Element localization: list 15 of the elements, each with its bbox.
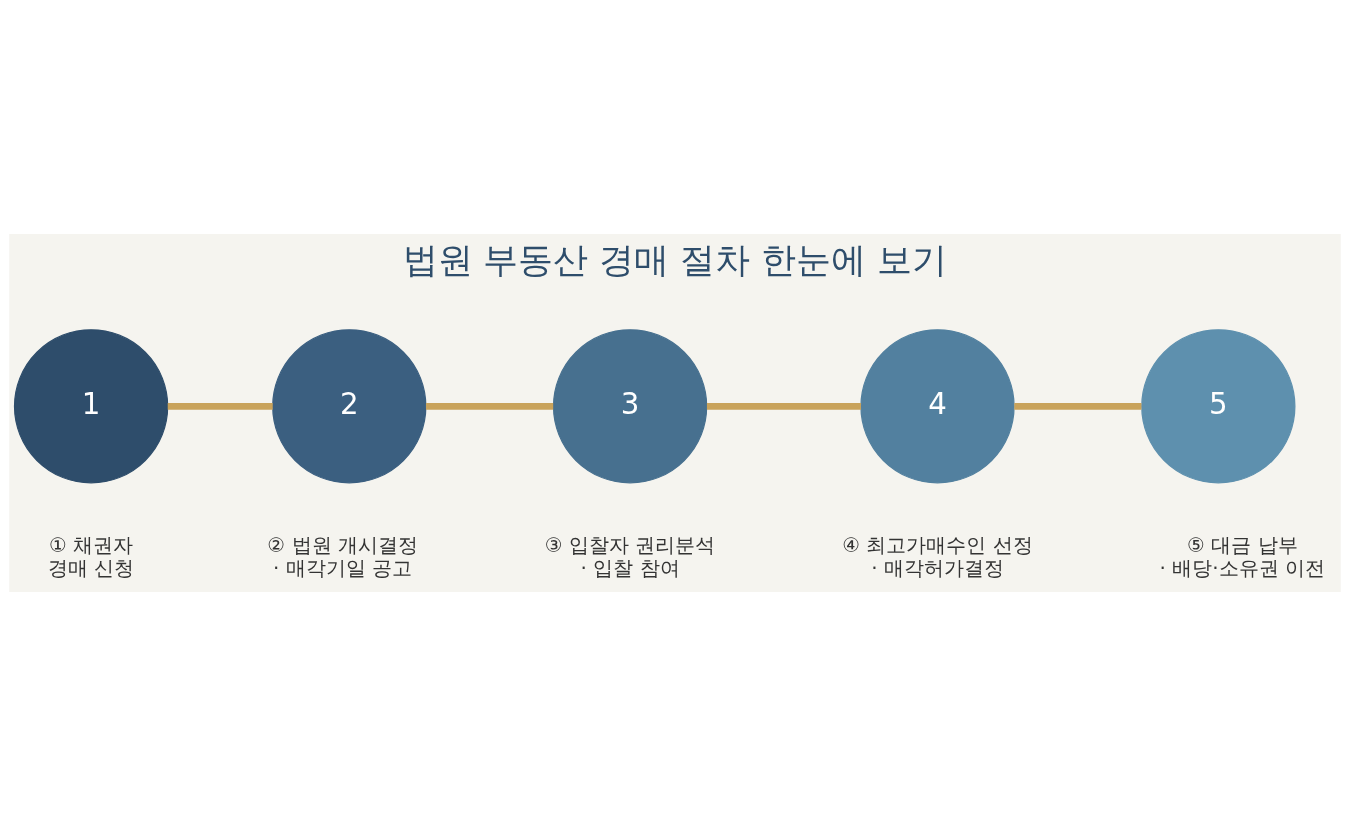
connector xyxy=(426,402,554,410)
connector xyxy=(1014,402,1142,410)
node-circle: 4 xyxy=(860,328,1015,484)
node-circle: 1 xyxy=(13,328,169,484)
node-circle: 3 xyxy=(552,328,708,484)
node-label: ② 법원 개시결정 · 매각기일 공고 xyxy=(267,532,418,580)
node-label: ⑤ 대금 납부 · 배당·소유권 이전 xyxy=(1159,532,1325,580)
node-circle: 5 xyxy=(1141,328,1296,484)
node-label: ① 채권자 경매 신청 xyxy=(47,532,135,580)
connector xyxy=(167,402,273,410)
node-label: ④ 최고가매수인 선정 · 매각허가결정 xyxy=(842,532,1033,580)
diagram-title: 법원 부동산 경매 절차 한눈에 보기 xyxy=(402,239,948,280)
node-circle: 2 xyxy=(272,328,427,484)
node-label: ③ 입찰자 권리분석 · 입찰 참여 xyxy=(544,532,716,580)
connector xyxy=(706,402,861,410)
